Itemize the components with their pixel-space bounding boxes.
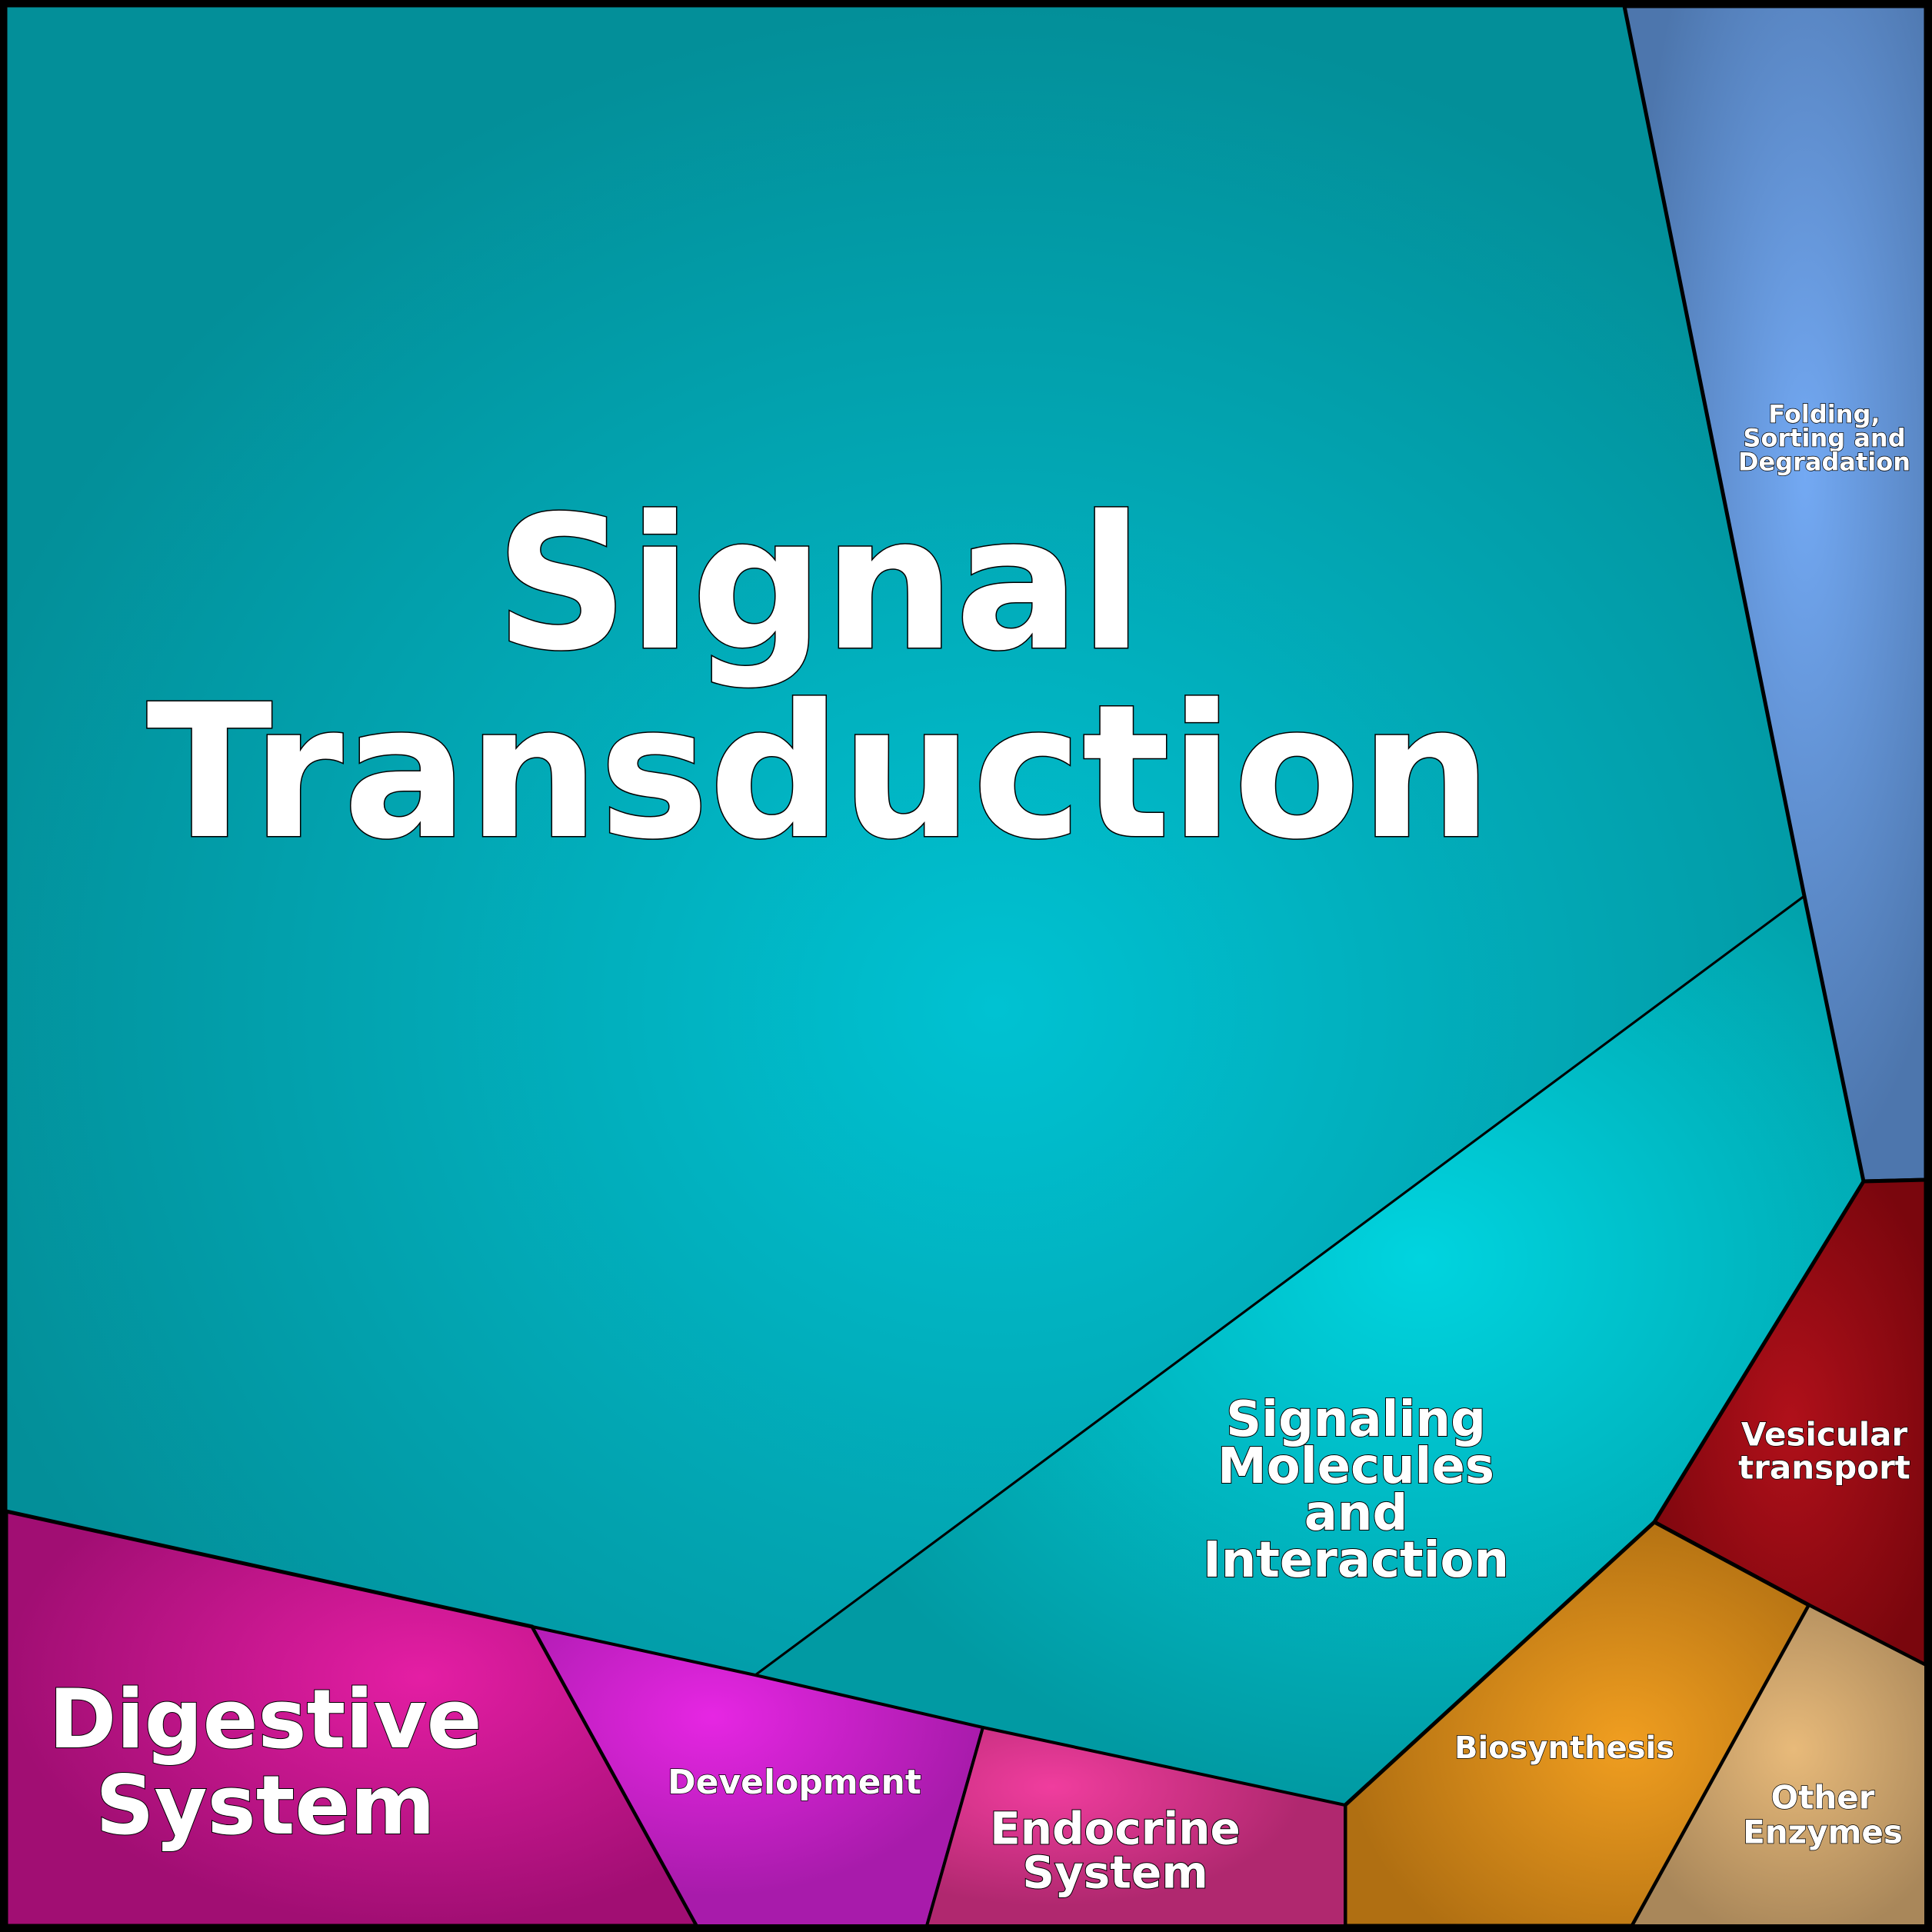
label-line: System (1022, 1846, 1208, 1898)
label-line: Biosynthesis (1454, 1730, 1674, 1766)
label-line: Sorting and (1743, 424, 1905, 453)
label-line: Enzymes (1743, 1814, 1903, 1851)
label-biosynthesis: Biosynthesis (1454, 1730, 1674, 1766)
label-line: Signal (495, 476, 1143, 691)
label-line: Degradation (1738, 448, 1910, 477)
label-line: Molecules (1217, 1438, 1494, 1495)
label-line: and (1304, 1485, 1408, 1542)
label-line: Other (1771, 1779, 1875, 1817)
label-line: Signaling (1226, 1391, 1486, 1448)
label-line: Transduction (146, 665, 1491, 880)
cells (4, 4, 1928, 1928)
label-line: System (95, 1758, 435, 1853)
label-line: Folding, (1768, 400, 1880, 429)
label-line: transport (1738, 1449, 1910, 1487)
label-line: Endocrine (990, 1802, 1241, 1854)
label-line: Vesicular (1741, 1416, 1908, 1454)
label-development: Development (668, 1763, 921, 1802)
label-line: Interaction (1203, 1532, 1509, 1589)
label-line: Development (668, 1763, 921, 1802)
label-line: Digestive (48, 1672, 481, 1767)
